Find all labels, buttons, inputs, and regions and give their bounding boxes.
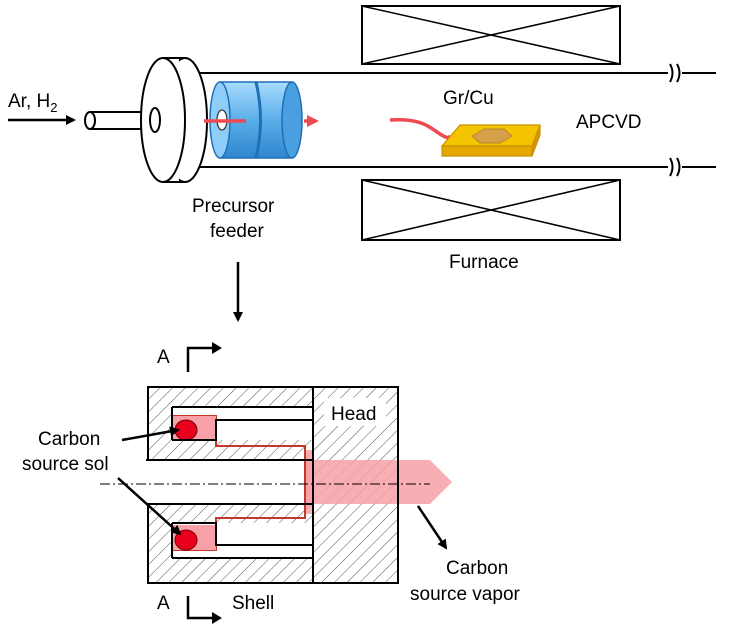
upper-carbon-sol	[174, 419, 198, 441]
inner-bore	[146, 460, 312, 504]
precursor-feeder-label-line1: Precursor	[192, 196, 275, 217]
gr-cu-label: Gr/Cu	[443, 88, 494, 109]
furnace-label: Furnace	[449, 252, 519, 273]
carbon-vapor-label-line1: Carbon	[446, 558, 508, 579]
head-label-bg	[324, 398, 386, 426]
deposition-flow-arrow	[389, 117, 461, 147]
shell-label: Shell	[232, 593, 274, 614]
carbon-sol-label-line2: source sol	[22, 454, 109, 475]
head-label: Head	[331, 404, 376, 425]
section-a-bottom-marker	[186, 596, 212, 620]
section-a-top-marker	[186, 346, 212, 372]
head-outline	[312, 386, 399, 584]
quartz-tube	[172, 62, 716, 178]
section-a-bottom-arrowhead	[212, 612, 222, 624]
vapor-jet	[305, 460, 452, 504]
furnace-top	[361, 5, 621, 65]
section-a-top-arrowhead	[212, 342, 222, 354]
section-a-bottom-label: A	[157, 593, 170, 614]
head-inner-body	[216, 420, 313, 545]
apcvd-label: APCVD	[576, 112, 641, 133]
gas-inlet-label: Ar, H2	[8, 91, 57, 115]
gr-cu-substrate	[440, 124, 541, 157]
precursor-feeder-label-line2: feeder	[210, 221, 265, 242]
carbon-sol-label-line1: Carbon	[38, 429, 100, 450]
section-a-top-label: A	[157, 347, 170, 368]
vapor-arrow	[416, 505, 448, 550]
sol-arrow-lower	[117, 477, 182, 536]
vapor-channel	[305, 450, 313, 514]
furnace-bottom	[361, 179, 621, 241]
carbon-vapor-label-line2: source vapor	[410, 584, 521, 605]
end-flange	[140, 57, 208, 183]
sol-arrow-upper	[121, 426, 180, 442]
